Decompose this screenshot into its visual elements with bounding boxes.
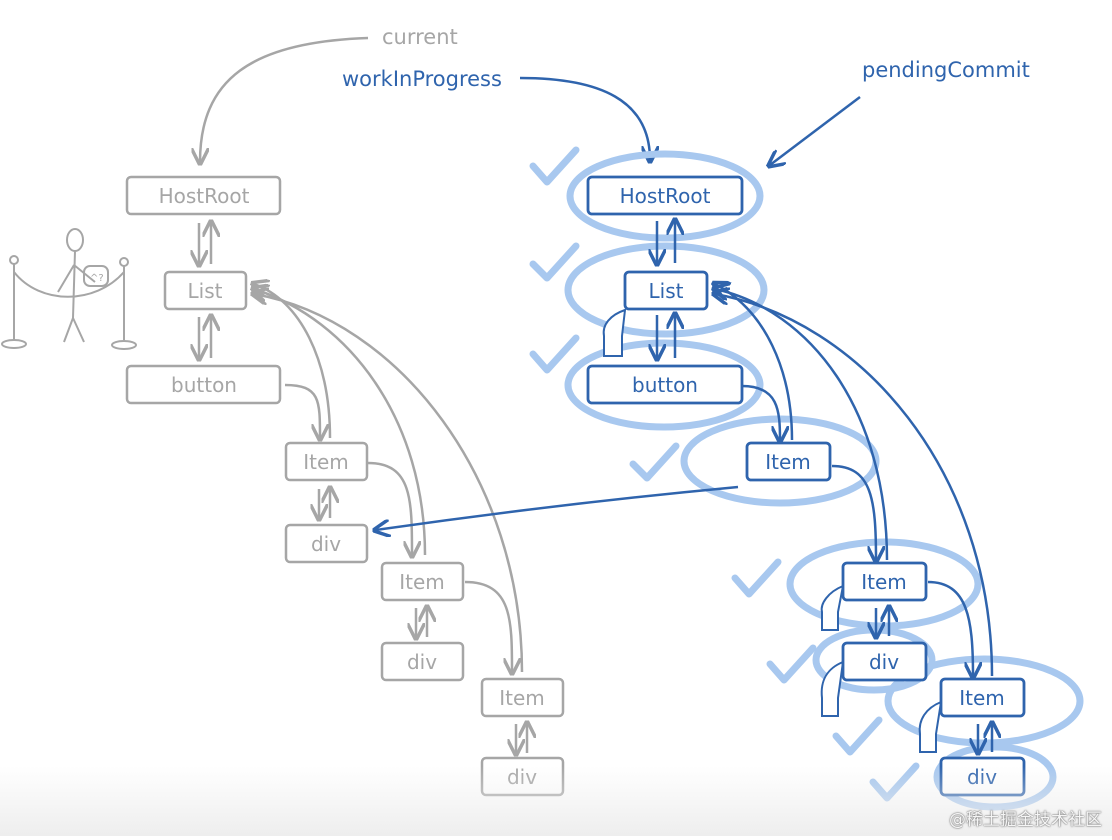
effect-tag-icon — [920, 702, 941, 752]
current-item-label-1: Item — [303, 450, 349, 474]
checkmark-icon — [836, 720, 879, 752]
checkmark-icon — [533, 246, 576, 278]
effect-tag-icon — [822, 662, 843, 716]
current-label: current — [382, 25, 458, 49]
current-div-label-3: div — [507, 765, 537, 789]
current-list-label: List — [188, 279, 223, 303]
svg-text:^?: ^? — [90, 273, 104, 284]
stanchion-doodle-icon: ^? — [2, 229, 136, 349]
current-tree-links — [199, 223, 527, 753]
current-item-label-3: Item — [499, 686, 545, 710]
wip-item-label-3: Item — [959, 686, 1005, 710]
current-hostroot-label: HostRoot — [159, 184, 250, 208]
wip-div-label-3: div — [967, 765, 997, 789]
pending-commit-pointer-arrow — [770, 97, 860, 165]
checkmark-icon — [735, 562, 778, 594]
wip-item-label-2: Item — [861, 570, 907, 594]
effect-tag-icon — [604, 310, 625, 356]
checkmark-icon — [873, 766, 916, 798]
checkmark-icon — [533, 338, 576, 370]
checkmark-icon — [633, 446, 676, 478]
wip-button-label: button — [632, 373, 698, 397]
wip-list-label: List — [649, 279, 684, 303]
current-div-label-1: div — [311, 532, 341, 556]
current-div-label-2: div — [407, 650, 437, 674]
wip-hostroot-label: HostRoot — [620, 184, 711, 208]
watermark: @稀土掘金技术社区 — [949, 810, 1102, 830]
current-item-label-2: Item — [399, 570, 445, 594]
current-button-label: button — [171, 373, 237, 397]
current-pointer-arrow — [200, 38, 368, 162]
pending-commit-label: pendingCommit — [862, 58, 1030, 82]
wip-item-label-1: Item — [765, 450, 811, 474]
checkmark-icon — [533, 150, 576, 182]
checkmark-icon — [770, 648, 813, 680]
wip-div-label-2: div — [869, 650, 899, 674]
work-in-progress-pointer-arrow — [520, 78, 650, 160]
work-in-progress-label: workInProgress — [342, 67, 502, 91]
